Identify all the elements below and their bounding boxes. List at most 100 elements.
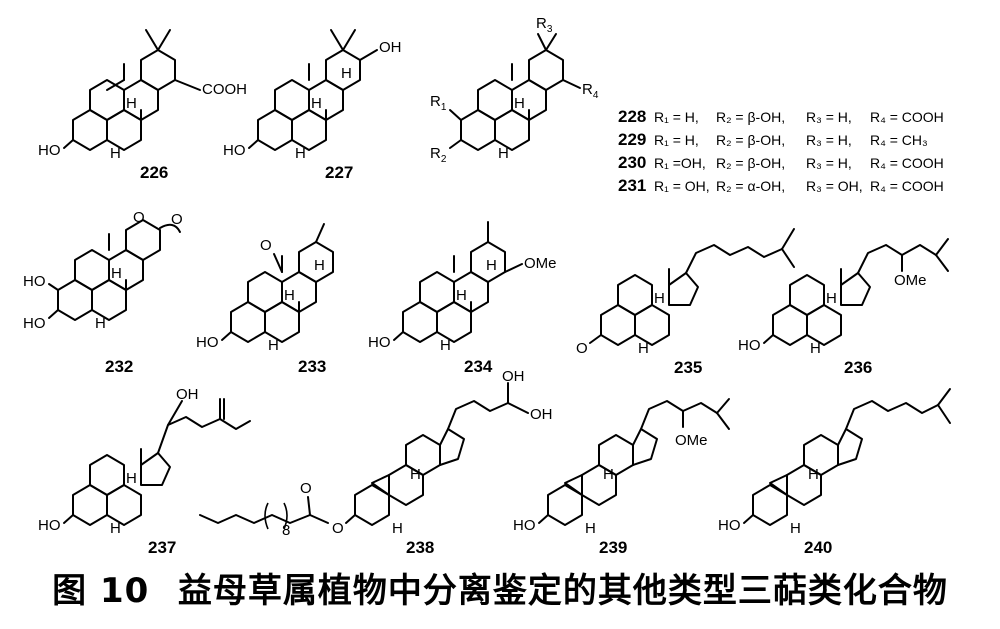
ho-label: HO bbox=[223, 142, 246, 159]
compound-number: 231 bbox=[618, 176, 646, 195]
svg-text:R₁ = H,: R₁ = H, bbox=[654, 132, 699, 148]
table-row: 230 R₁ =OH, R₂ = β-OH, R₃ = H, R₄ = COOH bbox=[618, 153, 944, 172]
h-label: H bbox=[341, 65, 352, 82]
r2-label: R2 bbox=[430, 145, 447, 165]
r4-label: R4 bbox=[582, 81, 599, 101]
h-label: H bbox=[603, 466, 614, 483]
cooh-label: COOH bbox=[202, 81, 247, 98]
compound-number: 240 bbox=[804, 538, 832, 557]
h-label: H bbox=[314, 257, 325, 274]
o-label: O bbox=[300, 480, 312, 497]
svg-text:R₂ = α-OH,: R₂ = α-OH, bbox=[716, 178, 785, 194]
h-label: H bbox=[638, 340, 649, 357]
ho-label: HO bbox=[38, 517, 61, 534]
compound-237: OH HO H H 237 bbox=[38, 386, 251, 557]
ho-label: HO bbox=[738, 337, 761, 354]
ho-label: HO bbox=[718, 517, 741, 534]
compound-226: COOH HO H H 226 bbox=[38, 29, 247, 182]
compound-number: 234 bbox=[464, 357, 493, 376]
oh-label: OH bbox=[530, 406, 553, 423]
h-label: H bbox=[126, 95, 137, 112]
svg-text:R₃ = H,: R₃ = H, bbox=[806, 132, 852, 148]
compound-232: O O HO HO H H 232 bbox=[23, 209, 183, 376]
svg-text:R₂ = β-OH,: R₂ = β-OH, bbox=[716, 155, 785, 171]
compound-number: 237 bbox=[148, 538, 176, 557]
compound-number: 227 bbox=[325, 163, 353, 182]
h-label: H bbox=[392, 520, 403, 537]
oh-label: OH bbox=[379, 39, 402, 56]
o-label: O bbox=[171, 211, 183, 228]
ome-label: OMe bbox=[524, 255, 557, 272]
compound-240: HO H H 240 bbox=[718, 388, 951, 557]
h-label: H bbox=[111, 265, 122, 282]
h-label: H bbox=[514, 95, 525, 112]
h-label: H bbox=[110, 145, 121, 162]
compound-239: OMe HO H H 239 bbox=[513, 398, 730, 557]
ome-label: OMe bbox=[675, 432, 708, 449]
svg-text:R₄ = COOH: R₄ = COOH bbox=[870, 178, 944, 194]
n8-label: 8 bbox=[282, 522, 290, 539]
o-label: O bbox=[332, 520, 344, 537]
figure-caption: 图 10 益母草属植物中分离鉴定的其他类型三萜类化合物 bbox=[0, 563, 1000, 613]
h-label: H bbox=[410, 466, 421, 483]
compound-number: 236 bbox=[844, 358, 872, 377]
compound-number: 230 bbox=[618, 153, 646, 172]
table-row: 229 R₁ = H, R₂ = β-OH, R₃ = H, R₄ = CH₃ bbox=[618, 130, 928, 149]
oh-label: OH bbox=[176, 386, 199, 403]
compound-235: O H H 235 bbox=[576, 228, 795, 377]
h-label: H bbox=[295, 145, 306, 162]
compound-number: 229 bbox=[618, 130, 646, 149]
svg-text:R₃ = OH,: R₃ = OH, bbox=[806, 178, 863, 194]
ho-label: HO bbox=[23, 315, 46, 332]
svg-text:R₄ = CH₃: R₄ = CH₃ bbox=[870, 132, 928, 148]
table-row: 228 R₁ = H, R₂ = β-OH, R₃ = H, R₄ = COOH bbox=[618, 107, 944, 126]
r1-label: R1 bbox=[430, 93, 447, 113]
h-label: H bbox=[268, 337, 279, 354]
r3-label: R3 bbox=[536, 15, 553, 35]
svg-text:R₃ = H,: R₃ = H, bbox=[806, 109, 852, 125]
h-label: H bbox=[311, 95, 322, 112]
compound-234: OMe HO H H H 234 bbox=[368, 221, 557, 376]
o-label: O bbox=[260, 237, 272, 254]
ho-label: HO bbox=[23, 273, 46, 290]
h-label: H bbox=[498, 145, 509, 162]
compound-236: OMe HO H H 236 bbox=[738, 238, 949, 377]
svg-text:R₂ = β-OH,: R₂ = β-OH, bbox=[716, 109, 785, 125]
h-label: H bbox=[440, 337, 451, 354]
ome-label: OMe bbox=[894, 272, 927, 289]
svg-text:R₂ = β-OH,: R₂ = β-OH, bbox=[716, 132, 785, 148]
h-label: H bbox=[95, 315, 106, 332]
compound-number: 226 bbox=[140, 163, 168, 182]
h-label: H bbox=[826, 290, 837, 307]
table-row: 231 R₁ = OH, R₂ = α-OH, R₃ = OH, R₄ = CO… bbox=[618, 176, 944, 195]
svg-text:R₁ = H,: R₁ = H, bbox=[654, 109, 699, 125]
figure-label: 图 10 bbox=[52, 571, 150, 611]
h-label: H bbox=[808, 466, 819, 483]
caption-text: 益母草属植物中分离鉴定的其他类型三萜类化合物 bbox=[177, 571, 948, 611]
h-label: H bbox=[110, 520, 121, 537]
svg-text:R₁ =OH,: R₁ =OH, bbox=[654, 155, 706, 171]
h-label: H bbox=[810, 340, 821, 357]
ho-label: HO bbox=[38, 142, 61, 159]
compound-number: 228 bbox=[618, 107, 646, 126]
h-label: H bbox=[126, 470, 137, 487]
compound-227: OH HO H H H 227 bbox=[223, 29, 402, 182]
ho-label: HO bbox=[196, 334, 219, 351]
substituent-table: 228 R₁ = H, R₂ = β-OH, R₃ = H, R₄ = COOH… bbox=[618, 107, 944, 195]
h-label: H bbox=[585, 520, 596, 537]
svg-text:R₄ = COOH: R₄ = COOH bbox=[870, 109, 944, 125]
compound-number: 235 bbox=[674, 358, 702, 377]
svg-text:R₃ = H,: R₃ = H, bbox=[806, 155, 852, 171]
compound-number: 232 bbox=[105, 357, 133, 376]
o-label: O bbox=[576, 340, 588, 357]
o-label: O bbox=[133, 209, 145, 226]
compound-233: O HO H H H 233 bbox=[196, 223, 333, 376]
compound-number: 233 bbox=[298, 357, 326, 376]
h-label: H bbox=[284, 287, 295, 304]
ho-label: HO bbox=[513, 517, 536, 534]
h-label: H bbox=[456, 287, 467, 304]
compound-228-skeleton: R3 R4 R1 R2 H H bbox=[430, 15, 599, 165]
svg-text:R₁ = OH,: R₁ = OH, bbox=[654, 178, 710, 194]
h-label: H bbox=[486, 257, 497, 274]
